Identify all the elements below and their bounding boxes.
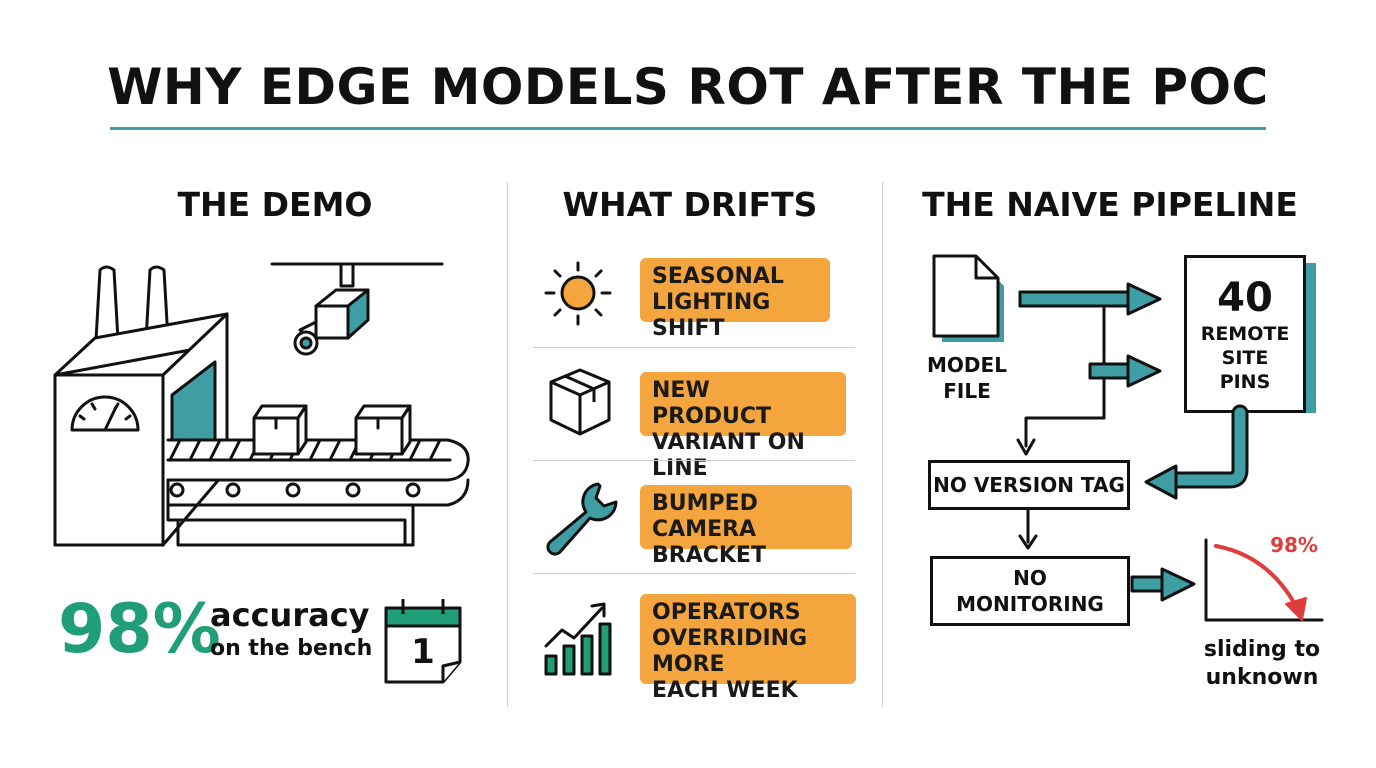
- no-monitoring-box: NO MONITORING: [930, 556, 1130, 626]
- file-icon: [932, 254, 1004, 342]
- decline-value: 98%: [1270, 533, 1318, 557]
- decline-label: sliding to unknown: [1203, 637, 1321, 690]
- chart-up-icon: [544, 602, 612, 676]
- row-divider: [533, 347, 855, 348]
- drift-label-lighting: SEASONAL LIGHTING SHIFT: [640, 258, 830, 341]
- arrow-return-icon: [1144, 404, 1249, 500]
- sites-count: 40: [1217, 275, 1273, 321]
- no-monitoring-label: NO MONITORING: [956, 566, 1104, 616]
- box-icon: [252, 404, 308, 456]
- sun-icon: [544, 261, 612, 326]
- arrow-right-icon: [1088, 354, 1162, 388]
- drifts-heading: WHAT DRIFTS: [562, 185, 818, 224]
- accuracy-context: on the bench: [210, 636, 373, 661]
- calendar-icon: [384, 599, 462, 684]
- box-icon: [354, 404, 412, 456]
- title-underline: [110, 127, 1266, 130]
- row-divider: [533, 573, 855, 574]
- no-version-tag-box: NO VERSION TAG: [928, 460, 1130, 510]
- wrench-icon: [546, 482, 618, 556]
- accuracy-word: accuracy: [210, 596, 370, 634]
- accuracy-value: 98%: [58, 590, 221, 669]
- no-version-tag-label: NO VERSION TAG: [933, 473, 1125, 497]
- smokestack-left-icon: [94, 265, 120, 342]
- pipeline-heading: THE NAIVE PIPELINE: [922, 185, 1298, 224]
- decline-chart-icon: [1204, 538, 1324, 622]
- sites-label: REMOTE SITE PINS: [1200, 323, 1290, 393]
- gauge-icon: [70, 395, 140, 432]
- box-icon: [549, 368, 611, 436]
- calendar-day: 1: [411, 632, 435, 672]
- smokestack-right-icon: [144, 265, 170, 342]
- drift-label-operators: OPERATORS OVERRIDING MORE EACH WEEK: [640, 594, 856, 703]
- arrow-right-icon: [1018, 282, 1162, 316]
- row-divider: [533, 460, 855, 461]
- demo-heading: THE DEMO: [177, 185, 373, 224]
- page-title: WHY EDGE MODELS ROT AFTER THE POC: [107, 58, 1269, 116]
- camera-icon: [270, 262, 444, 356]
- drift-label-bracket: BUMPED CAMERA BRACKET: [640, 485, 852, 568]
- column-divider-right: [882, 182, 883, 707]
- drift-label-product: NEW PRODUCT VARIANT ON LINE: [640, 372, 846, 481]
- model-file-label: MODEL FILE: [927, 353, 1007, 403]
- remote-sites-box: 40 REMOTE SITE PINS: [1184, 255, 1306, 413]
- arrow-right-icon: [1130, 567, 1196, 602]
- column-divider-left: [507, 182, 508, 707]
